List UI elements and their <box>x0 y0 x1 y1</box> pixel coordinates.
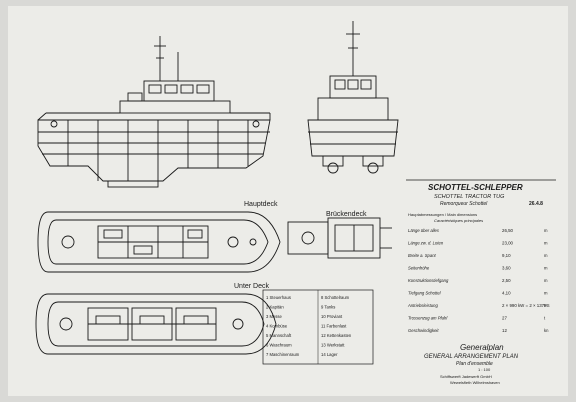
footer-general-arrangement: GENERAL ARRANGEMENT PLAN <box>424 354 519 360</box>
legend-item: 6 Waschraum <box>266 343 292 348</box>
spec-unit: m <box>544 228 548 233</box>
front-elevation <box>307 21 399 174</box>
spec-unit: m <box>544 241 548 246</box>
spec-value: 2 × 990 kW = 2 × 1375 <box>502 303 547 308</box>
title-line-2: SCHOTTEL TRACTOR TUG <box>434 194 505 200</box>
title-footer: Generalplan GENERAL ARRANGEMENT PLAN Pla… <box>424 343 519 385</box>
legend-item: 5 Mannschaft <box>266 333 292 338</box>
sheet-number: 26.4.8 <box>529 201 543 207</box>
drawing-sheet: Hauptdeck Brückendeck Unter Deck <box>8 6 568 396</box>
spec-unit: m <box>544 278 548 283</box>
spec-value: 12 <box>502 328 507 333</box>
legend-item: 4 Kombüse <box>266 324 288 329</box>
title-line-3: Remorqueur Schottel <box>440 201 488 207</box>
side-elevation <box>37 36 271 188</box>
spec-label: Tiefgang Schottel <box>408 291 442 296</box>
legend-item: 3 Messe <box>266 314 282 319</box>
spec-label: Antriebsleistung <box>407 303 438 308</box>
spec-label: Länge zw. d. Loten <box>408 241 444 246</box>
title-block: SCHOTTEL-SCHLEPPER SCHOTTEL TRACTOR TUG … <box>406 179 556 223</box>
spec-unit: t <box>544 316 546 321</box>
spec-value: 26,50 <box>502 228 514 233</box>
legend-item: 9 Tanks <box>321 305 335 310</box>
legend-item: 12 Kettenkasten <box>321 333 352 338</box>
spec-value: 3,60 <box>502 266 511 271</box>
spec-unit: PS <box>544 303 550 308</box>
spec-value: 2,50 <box>502 278 511 283</box>
brueckendeck-label: Brückendeck <box>326 211 367 218</box>
footer-plan-ensemble: Plan d'ensemble <box>456 361 493 367</box>
legend-item: 13 Werkstatt <box>321 343 345 348</box>
legend-item: 8 Schottelraum <box>321 295 350 300</box>
main-dimensions-subheading: Caractéristiques principales <box>434 218 483 223</box>
brueckendeck-plan <box>287 217 392 259</box>
unter-deck-plan <box>35 293 277 355</box>
spec-value: 23,00 <box>502 241 514 246</box>
spec-unit: m <box>544 266 548 271</box>
legend-box <box>262 289 374 365</box>
spec-unit: m <box>544 291 548 296</box>
spec-label: Seitenhöhe <box>408 266 430 271</box>
spec-label: Länge über alles <box>408 228 440 233</box>
legend-items: 1 Steuerhaus 2 Kapitän 3 Messe 4 Kombüse 5 M… <box>266 295 352 357</box>
footer-yard-line-2: Wewelsfleth Wilhelmshaven <box>450 380 500 385</box>
spec-label: Konstruktionstiefgang <box>408 278 449 283</box>
spec-value: 4,10 <box>502 291 511 296</box>
legend-item: 7 Maschinenraum <box>266 352 300 357</box>
legend-item: 1 Steuerhaus <box>266 295 291 300</box>
main-dimensions-heading: Hauptabmessungen / Main dimensions <box>408 212 477 217</box>
footer-scale: 1 : 100 <box>478 367 491 372</box>
spec-label: Breite a. Spant <box>408 253 437 258</box>
spec-unit: m <box>544 253 548 258</box>
unter-deck-label: Unter Deck <box>234 283 270 290</box>
general-arrangement-drawing: Hauptdeck Brückendeck Unter Deck <box>35 21 556 385</box>
spec-label: Trossenzug am Pfahl <box>408 316 448 321</box>
legend-item: 2 Kapitän <box>266 305 284 310</box>
footer-yard-line-1: Schiffswerft Jadewerft GmbH <box>440 374 492 379</box>
spec-unit: kn <box>544 328 549 333</box>
spec-label: Geschwindigkeit <box>408 328 439 333</box>
hauptdeck-label: Hauptdeck <box>244 201 278 208</box>
legend-item: 14 Lager <box>321 352 338 357</box>
legend-item: 11 Farbenlast <box>321 324 347 329</box>
footer-generalplan: Generalplan <box>460 343 504 352</box>
spec-value: 27 <box>502 316 507 321</box>
hauptdeck-plan <box>37 211 281 273</box>
title-line-1: SCHOTTEL-SCHLEPPER <box>428 183 523 192</box>
legend-item: 10 Proviant <box>321 314 343 319</box>
spec-value: 9,10 <box>502 253 511 258</box>
